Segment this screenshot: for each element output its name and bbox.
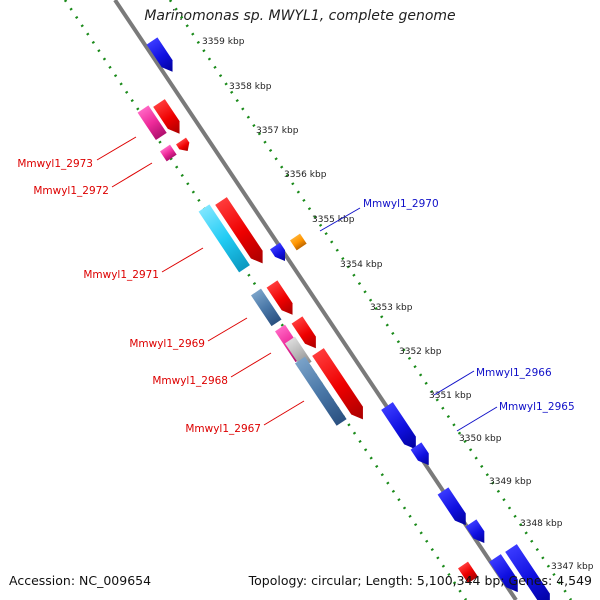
gene-feature[interactable]	[458, 561, 478, 584]
scale-tick-label: 3350 kbp	[459, 434, 502, 444]
scale-tick-label: 3357 kbp	[256, 126, 299, 136]
accession-info: Accession: NC_009654	[9, 573, 152, 588]
gene-label[interactable]: Mmwyl1_2969	[129, 338, 205, 350]
scale-tick-label: 3356 kbp	[284, 170, 327, 180]
gene-feature[interactable]	[160, 144, 177, 162]
map-title: Marinomonas sp. MWYL1, complete genome	[144, 8, 456, 24]
gene-feature[interactable]	[153, 99, 185, 138]
gene-feature[interactable]	[176, 137, 193, 155]
gene-feature[interactable]	[410, 442, 435, 468]
gene-feature[interactable]	[251, 288, 282, 327]
scale-tick-label: 3347 kbp	[551, 562, 594, 572]
scale-tick-label: 3349 kbp	[489, 477, 532, 487]
scale-ticks: 3359 kbp 3358 kbp 3357 kbp 3356 kbp 3355…	[202, 37, 594, 572]
scale-tick-label: 3359 kbp	[202, 37, 245, 47]
gene-label[interactable]: Mmwyl1_2970	[363, 198, 439, 210]
scale-tick-label: 3354 kbp	[340, 260, 383, 270]
gene-feature[interactable]	[295, 356, 347, 426]
gene-feature[interactable]	[312, 348, 369, 423]
gene-feature[interactable]	[381, 402, 421, 453]
gene-label[interactable]: Mmwyl1_2968	[152, 375, 228, 387]
genome-summary-info: Topology: circular; Length: 5,100,344 bp…	[248, 573, 592, 588]
gc-track-outer	[168, 0, 573, 600]
gene-label[interactable]: Mmwyl1_2971	[83, 269, 159, 281]
gene-feature[interactable]	[465, 519, 490, 546]
gene-feature[interactable]	[270, 242, 290, 265]
gene-feature[interactable]	[437, 487, 472, 528]
gene-feature[interactable]	[505, 544, 555, 600]
scale-tick-label: 3352 kbp	[399, 347, 442, 357]
gene-label[interactable]: Mmwyl1_2972	[33, 185, 109, 197]
gene-feature[interactable]	[198, 204, 250, 273]
scale-tick-label: 3358 kbp	[229, 82, 272, 92]
scale-tick-label: 3351 kbp	[429, 391, 472, 401]
gene-feature[interactable]	[266, 280, 298, 318]
gene-feature[interactable]	[215, 197, 268, 267]
gene-label[interactable]: Mmwyl1_2973	[17, 158, 93, 170]
scale-tick-label: 3355 kbp	[312, 215, 355, 225]
gene-feature[interactable]	[489, 554, 523, 596]
gene-labels: Mmwyl1_2973 Mmwyl1_2972 Mmwyl1_2971 Mmwy…	[17, 158, 574, 435]
scale-tick-label: 3348 kbp	[520, 519, 563, 529]
gene-feature[interactable]	[137, 105, 167, 141]
gene-features	[137, 37, 555, 600]
gene-label[interactable]: Mmwyl1_2966	[476, 367, 552, 379]
gene-feature[interactable]	[290, 233, 307, 251]
gene-feature[interactable]	[146, 37, 178, 75]
gene-label[interactable]: Mmwyl1_2965	[499, 401, 575, 413]
scale-tick-label: 3353 kbp	[370, 303, 413, 313]
gene-label[interactable]: Mmwyl1_2967	[185, 423, 261, 435]
gene-feature[interactable]	[291, 316, 322, 351]
label-leaders	[96, 136, 498, 432]
